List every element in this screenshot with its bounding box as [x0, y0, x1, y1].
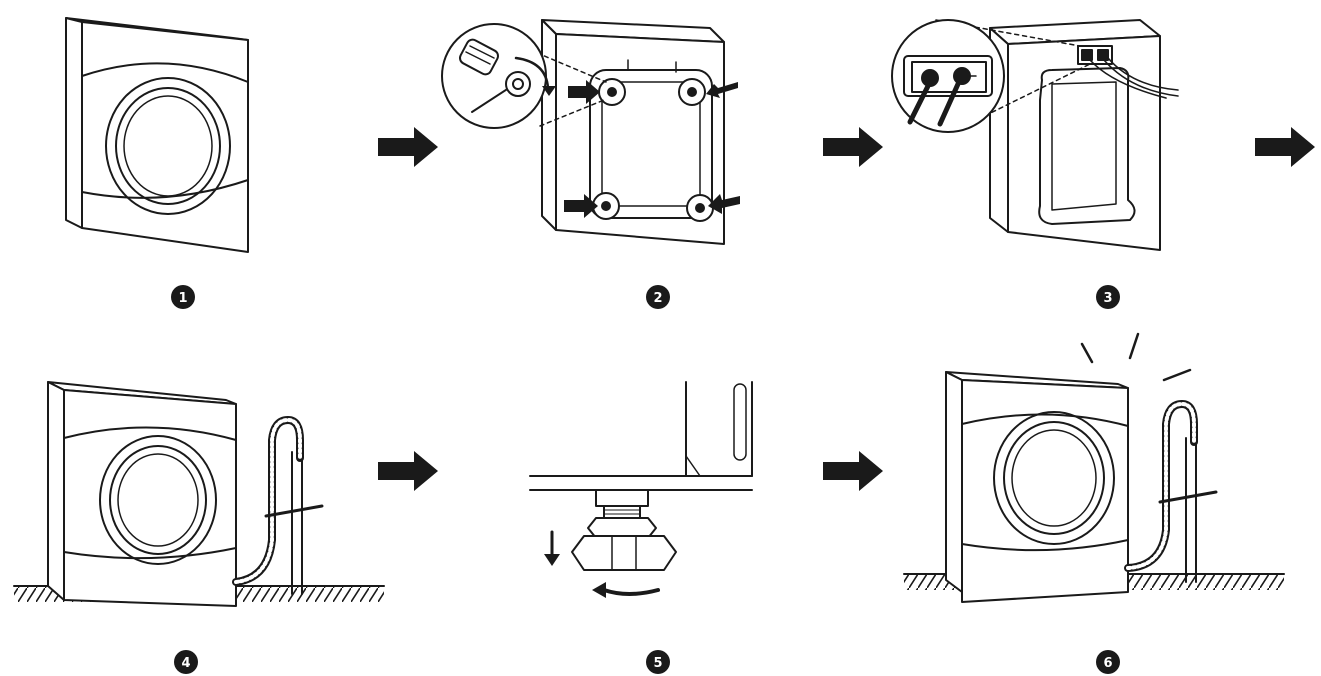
step-number: 2 — [653, 291, 662, 306]
step-5-badge: 5 — [646, 650, 670, 674]
arrow-right-icon — [378, 127, 438, 167]
step-badge-circle — [1096, 285, 1120, 309]
step-2-badge: 2 — [646, 285, 670, 309]
step-5-illustration — [529, 381, 753, 598]
step-badge-circle — [171, 285, 195, 309]
step-1-badge: 1 — [171, 285, 195, 309]
arrow-right-icon — [823, 451, 883, 491]
arrow-right-icon — [1255, 127, 1315, 167]
step-badge-circle — [174, 650, 198, 674]
step-6-badge: 6 — [1096, 650, 1120, 674]
step-4-illustration — [13, 381, 385, 607]
step-badge-circle — [1096, 650, 1120, 674]
step-badge-circle — [646, 285, 670, 309]
arrow-right-icon — [378, 451, 438, 491]
arrow-right-icon — [823, 127, 883, 167]
step-number: 5 — [653, 656, 662, 671]
step-number: 1 — [178, 291, 187, 306]
step-number: 6 — [1103, 656, 1112, 671]
step-2-illustration — [441, 19, 740, 245]
step-3-illustration — [891, 19, 1179, 251]
step-3-badge: 3 — [1096, 285, 1120, 309]
step-number: 3 — [1103, 291, 1112, 306]
step-badge-circle — [646, 650, 670, 674]
step-6-illustration — [903, 332, 1285, 603]
step-4-badge: 4 — [174, 650, 198, 674]
step-1-illustration — [65, 17, 249, 253]
step-number: 4 — [181, 656, 190, 671]
